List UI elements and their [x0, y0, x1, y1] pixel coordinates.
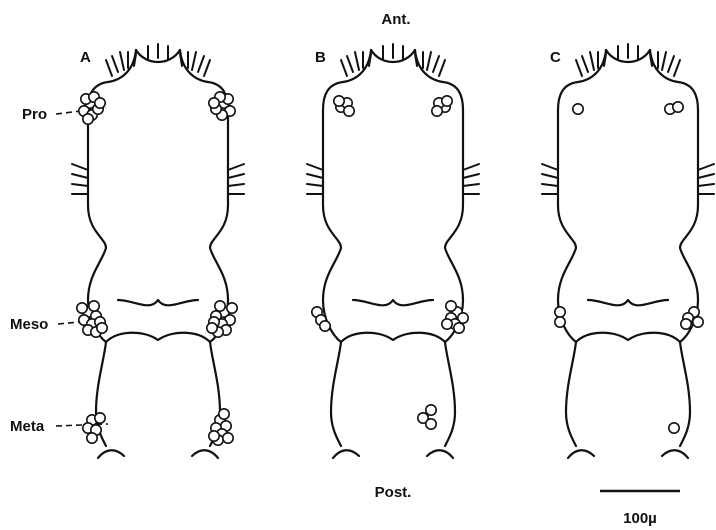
lateral-bristle-right: [228, 184, 244, 186]
lateral-bristle-left: [542, 164, 558, 170]
meta-boundary: [576, 333, 680, 342]
lateral-bristle-right: [698, 174, 714, 178]
pro-cell-right: [673, 102, 683, 112]
lateral-bristle-right: [463, 174, 479, 178]
anterior-bristle-right: [668, 56, 674, 72]
meta-cell-right: [209, 431, 219, 441]
lateral-bristle-left: [72, 164, 88, 170]
anterior-bristle-left: [106, 60, 112, 76]
panel-c: C: [542, 44, 714, 458]
meso-cell-left: [77, 303, 87, 313]
meso-notch: [353, 300, 433, 305]
meso-cell-left: [320, 321, 330, 331]
anterior-bristle-right: [674, 60, 680, 76]
lateral-bristle-right: [228, 164, 244, 170]
pro-label: Pro: [22, 106, 47, 123]
lateral-bristle-left: [72, 184, 88, 186]
meso-cell-right: [207, 323, 217, 333]
pro-cell-left: [573, 104, 583, 114]
lateral-bristle-right: [228, 174, 244, 178]
meso-label: Meso: [10, 316, 48, 333]
meta-cell-left: [87, 433, 97, 443]
panel-b: B: [307, 44, 479, 458]
meta-label: Meta: [10, 418, 45, 435]
meta-boundary: [341, 333, 445, 342]
scale-bar: 100µ: [600, 491, 680, 527]
meso-notch: [588, 300, 668, 305]
lateral-bristle-right: [698, 184, 714, 186]
anterior-bristle-right: [198, 56, 204, 72]
panel-label: A: [80, 49, 91, 66]
pro-cell-left: [83, 114, 93, 124]
meso-cell-right: [227, 303, 237, 313]
meso-cell-right: [454, 323, 464, 333]
lateral-bristle-left: [307, 184, 323, 186]
anterior-bristle-right: [662, 52, 666, 70]
meso-cell-right: [446, 301, 456, 311]
meta-cell-right: [219, 409, 229, 419]
meso-cell-left: [555, 317, 565, 327]
body-outline: [88, 50, 228, 458]
pro-cell-right: [442, 96, 452, 106]
pro-cell-left: [344, 106, 354, 116]
lateral-bristle-left: [307, 164, 323, 170]
meta-boundary: [106, 333, 210, 342]
pro-cell-left: [95, 98, 105, 108]
posterior-arc-left: [568, 450, 594, 458]
meso-cell-right: [442, 319, 452, 329]
posterior-arc-right: [427, 450, 453, 458]
lateral-bristle-right: [463, 184, 479, 186]
anterior-bristle-left: [355, 52, 359, 70]
posterior-arc-left: [98, 450, 124, 458]
pro-cell-left: [334, 96, 344, 106]
meta-cell-right: [426, 419, 436, 429]
anterior-bristle-left: [576, 60, 582, 76]
meta-cell-right: [669, 423, 679, 433]
posterior-arc-right: [192, 450, 218, 458]
pro-cell-right: [209, 98, 219, 108]
anterior-bristle-left: [112, 56, 118, 72]
meso-cell-left: [97, 323, 107, 333]
meta-cell-left: [95, 413, 105, 423]
meso-cell-right: [693, 317, 703, 327]
panel-a: A: [72, 44, 244, 458]
posterior-label: Post.: [375, 484, 412, 501]
lateral-bristle-left: [542, 174, 558, 178]
meta-leader: [56, 424, 108, 426]
anterior-bristle-left: [347, 56, 353, 72]
lateral-bristle-left: [307, 174, 323, 178]
meso-cell-right: [681, 319, 691, 329]
anterior-bristle-right: [192, 52, 196, 70]
panel-label: B: [315, 49, 326, 66]
anterior-bristle-left: [120, 52, 124, 70]
meta-cell-right: [426, 405, 436, 415]
anterior-bristle-left: [341, 60, 347, 76]
pro-cell-right: [432, 106, 442, 116]
anterior-label: Ant.: [381, 11, 410, 28]
meta-cell-right: [223, 433, 233, 443]
anterior-bristle-right: [427, 52, 431, 70]
anterior-bristle-left: [590, 52, 594, 70]
posterior-arc-left: [333, 450, 359, 458]
meso-cell-left: [555, 307, 565, 317]
posterior-arc-right: [662, 450, 688, 458]
panel-label: C: [550, 49, 561, 66]
lateral-bristle-right: [698, 164, 714, 170]
meso-cell-left: [89, 301, 99, 311]
lateral-bristle-right: [463, 164, 479, 170]
anterior-bristle-left: [582, 56, 588, 72]
lateral-bristle-left: [72, 174, 88, 178]
meso-notch: [118, 300, 198, 305]
anterior-bristle-right: [433, 56, 439, 72]
meso-cell-right: [215, 301, 225, 311]
scale-bar-label: 100µ: [623, 510, 657, 527]
anterior-bristle-right: [439, 60, 445, 76]
anterior-bristle-right: [204, 60, 210, 76]
lateral-bristle-left: [542, 184, 558, 186]
